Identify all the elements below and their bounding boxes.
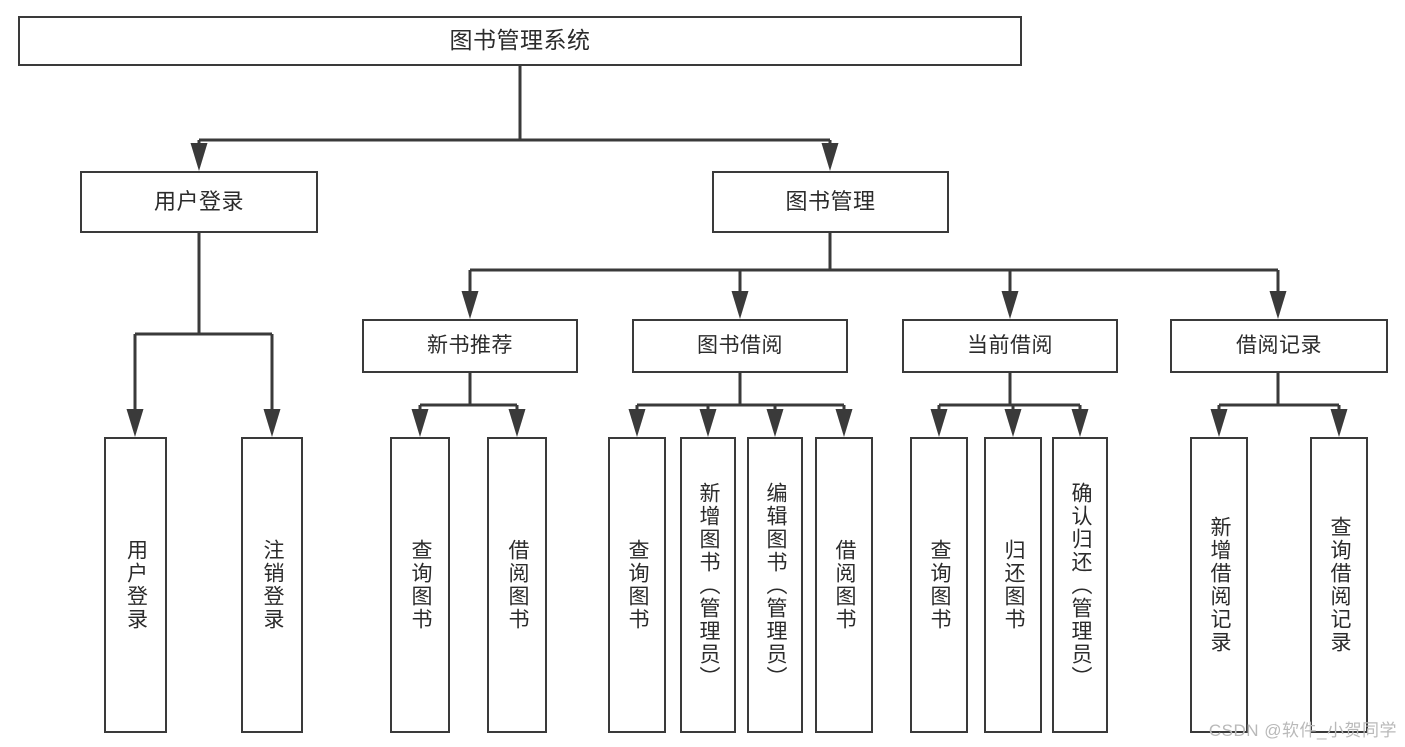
node-new-book-rec[interactable]: 新书推荐 — [362, 319, 578, 373]
node-book-manage-label: 图书管理 — [785, 188, 876, 214]
node-current-borrow[interactable]: 当前借阅 — [902, 319, 1118, 373]
node-leaf-return-book[interactable]: 归还图书 — [984, 437, 1042, 733]
node-leaf-borrow-book-2[interactable]: 借阅图书 — [815, 437, 873, 733]
node-book-borrow[interactable]: 图书借阅 — [632, 319, 848, 373]
node-root[interactable]: 图书管理系统 — [18, 16, 1022, 66]
node-leaf-user-login[interactable]: 用户登录 — [104, 437, 167, 733]
node-current-borrow-label: 当前借阅 — [967, 333, 1053, 357]
node-leaf-confirm-return[interactable]: 确认归还（管理员） — [1052, 437, 1108, 733]
node-leaf-query-record-label: 查询借阅记录 — [1328, 516, 1352, 654]
node-root-label: 图书管理系统 — [449, 27, 591, 54]
node-user-login-label: 用户登录 — [153, 188, 244, 214]
watermark-text: CSDN @软件_小贺同学 — [1208, 721, 1397, 740]
node-leaf-query-book-1-label: 查询图书 — [409, 539, 433, 631]
node-leaf-edit-book[interactable]: 编辑图书（管理员） — [747, 437, 803, 733]
node-book-borrow-label: 图书借阅 — [697, 333, 783, 357]
node-leaf-logout-label: 注销登录 — [261, 539, 285, 631]
node-book-manage[interactable]: 图书管理 — [712, 171, 949, 233]
node-borrow-record-label: 借阅记录 — [1236, 333, 1322, 357]
node-borrow-record[interactable]: 借阅记录 — [1170, 319, 1388, 373]
node-leaf-query-record[interactable]: 查询借阅记录 — [1310, 437, 1368, 733]
node-leaf-add-book-label: 新增图书（管理员） — [697, 481, 721, 689]
node-leaf-borrow-book-1[interactable]: 借阅图书 — [487, 437, 547, 733]
node-leaf-query-book-2-label: 查询图书 — [626, 539, 650, 631]
node-leaf-query-book-1[interactable]: 查询图书 — [390, 437, 450, 733]
node-leaf-borrow-book-1-label: 借阅图书 — [506, 539, 530, 631]
node-leaf-add-book[interactable]: 新增图书（管理员） — [680, 437, 736, 733]
node-user-login[interactable]: 用户登录 — [80, 171, 318, 233]
node-new-book-rec-label: 新书推荐 — [427, 333, 513, 357]
node-leaf-logout[interactable]: 注销登录 — [241, 437, 303, 733]
node-leaf-add-record[interactable]: 新增借阅记录 — [1190, 437, 1248, 733]
node-leaf-query-book-2[interactable]: 查询图书 — [608, 437, 666, 733]
node-leaf-edit-book-label: 编辑图书（管理员） — [764, 481, 788, 689]
node-leaf-query-book-3[interactable]: 查询图书 — [910, 437, 968, 733]
node-leaf-borrow-book-2-label: 借阅图书 — [833, 539, 857, 631]
node-leaf-user-login-label: 用户登录 — [124, 539, 148, 631]
node-leaf-confirm-return-label: 确认归还（管理员） — [1069, 481, 1093, 689]
node-leaf-return-book-label: 归还图书 — [1002, 539, 1026, 631]
node-leaf-query-book-3-label: 查询图书 — [928, 539, 952, 631]
node-leaf-add-record-label: 新增借阅记录 — [1208, 516, 1232, 654]
